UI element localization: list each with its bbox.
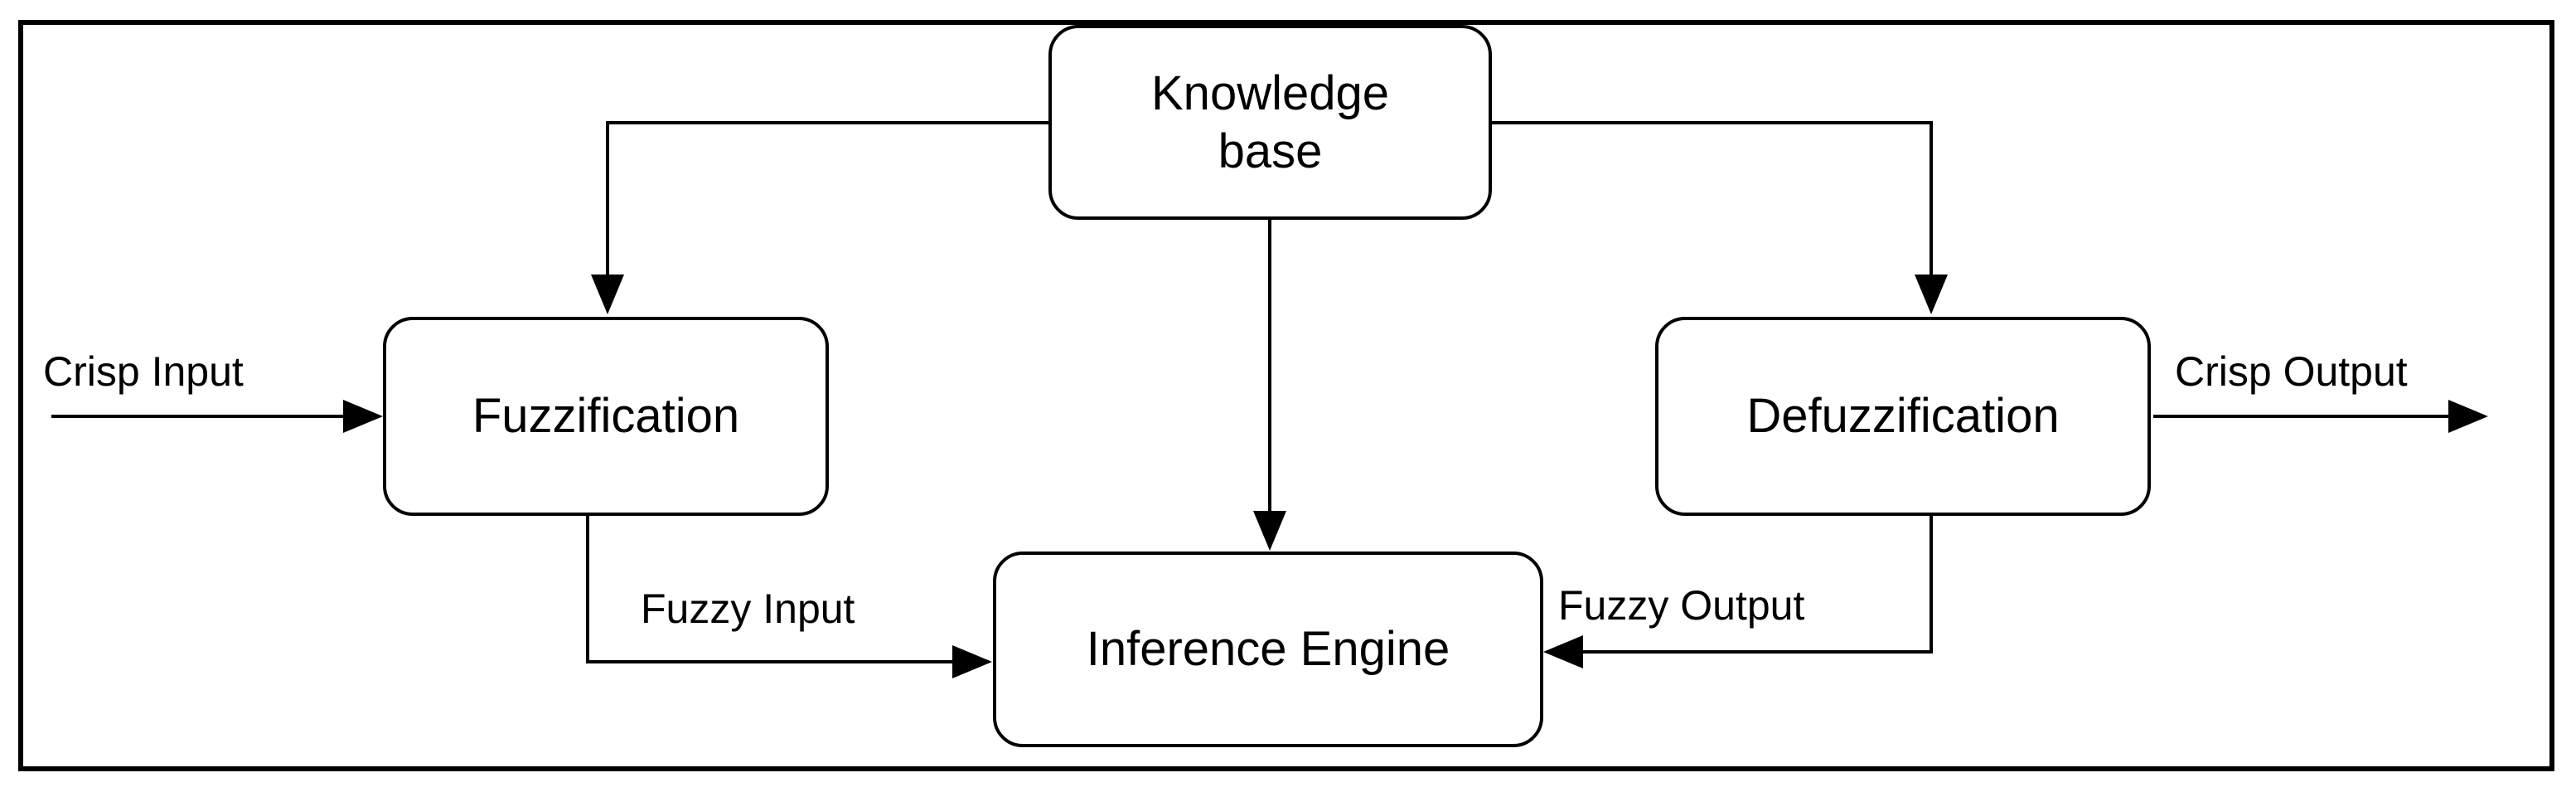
edge-label-crisp-output: Crisp Output [2175, 348, 2408, 395]
node-knowledge-base-line1: Knowledge [1151, 66, 1389, 120]
arrow-fuzzy-input [586, 516, 992, 678]
arrow-knowledge-to-defuzzification [1492, 121, 1948, 314]
arrow-knowledge-to-fuzzification [591, 121, 1048, 314]
node-defuzzification-label: Defuzzification [1746, 389, 2060, 443]
node-defuzzification: Defuzzification [1655, 317, 2151, 516]
edge-label-fuzzy-input: Fuzzy Input [641, 586, 855, 632]
edge-label-fuzzy-output: Fuzzy Output [1558, 582, 1805, 629]
edge-label-crisp-input: Crisp Input [43, 348, 244, 395]
node-inference-engine: Inference Engine [993, 552, 1543, 747]
node-fuzzification: Fuzzification [383, 317, 829, 516]
node-knowledge-base: Knowledge base [1048, 25, 1492, 220]
node-inference-engine-label: Inference Engine [1086, 622, 1450, 676]
arrow-fuzzy-output [1543, 516, 1933, 668]
node-knowledge-base-line2: base [1218, 124, 1323, 178]
diagram-frame [18, 20, 2554, 771]
node-fuzzification-label: Fuzzification [472, 389, 740, 443]
